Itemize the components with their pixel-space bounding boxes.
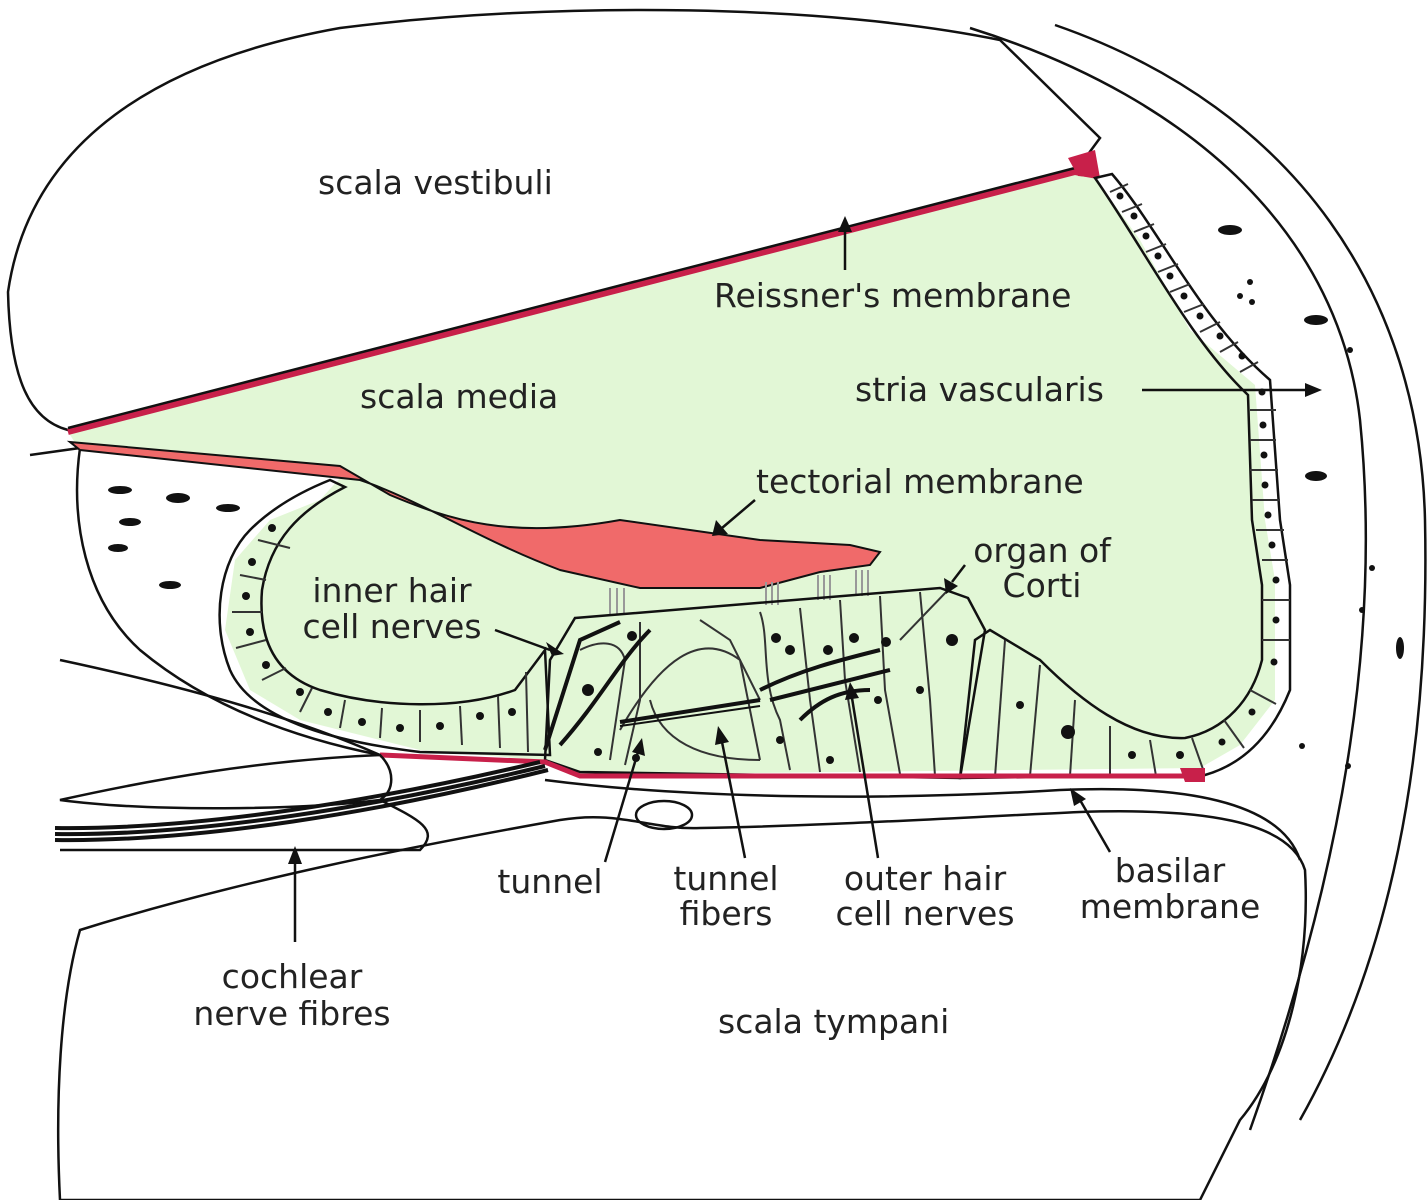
limbus-nucleus xyxy=(108,486,132,494)
scala-vestibuli-region xyxy=(6,8,1102,432)
basilar-membrane-attachment xyxy=(1180,768,1205,782)
stria-nuclei xyxy=(1016,192,1280,759)
stria-cell-walls xyxy=(994,183,1290,778)
label-scala-vestibuli: scala vestibuli xyxy=(318,163,553,202)
spiral-limbus-lower-outline xyxy=(59,658,381,757)
label-tectorial-membrane: tectorial membrane xyxy=(756,462,1084,501)
stria-vascularis-band xyxy=(958,172,1292,780)
label-inner-hair-cell-nerves-line2: cell nerves xyxy=(302,607,481,646)
label-tunnel-fibers-line2: fibers xyxy=(680,894,773,933)
label-basilar-membrane-line1: basilar xyxy=(1115,851,1226,890)
scala-tympani-region xyxy=(56,810,1307,1200)
limbus-nucleus xyxy=(159,581,181,589)
scala-media-region xyxy=(68,172,1275,775)
label-basilar-membrane-line2: membrane xyxy=(1080,887,1261,926)
organ-cell-walls xyxy=(579,589,949,777)
limbus-nucleus xyxy=(166,493,190,503)
limbus-nucleus xyxy=(119,518,141,526)
label-outer-hair-cell-nerves-line2: cell nerves xyxy=(835,894,1014,933)
label-cochlear-nerve-fibres-line1: cochlear xyxy=(222,957,363,996)
tectorial-membrane xyxy=(66,440,882,589)
lamina-lower-outline xyxy=(60,798,429,852)
inner-sulcus-nuclei xyxy=(242,524,516,732)
label-reissners-membrane: Reissner's membrane xyxy=(714,276,1071,315)
label-outer-hair-cell-nerves-line1: outer hair xyxy=(844,859,1007,898)
label-organ-of-corti-line1: organ of xyxy=(973,531,1112,570)
spiral-limbus-outline xyxy=(29,446,381,757)
inner-sulcus-cell-walls xyxy=(232,539,529,753)
label-inner-hair-cell-nerves-line1: inner hair xyxy=(312,571,472,610)
limbus-nucleus xyxy=(216,504,240,512)
label-tunnel-fibers-line1: tunnel xyxy=(673,859,778,898)
reissners-membrane-attachment xyxy=(1068,150,1100,178)
spiral-vessel xyxy=(634,799,694,831)
outer-wall-outer-curve xyxy=(1054,23,1427,1121)
label-stria-vascularis: stria vascularis xyxy=(855,370,1104,409)
basilar-membrane-line xyxy=(379,752,1200,779)
basilar-underside-outline xyxy=(544,778,1302,861)
label-tunnel: tunnel xyxy=(497,862,602,901)
outer-wall-dots xyxy=(1218,225,1404,769)
label-cochlear-nerve-fibres-line2: nerve fibres xyxy=(193,994,390,1033)
organ-nerve-fibres xyxy=(543,620,891,751)
outer-wall-inner-curve xyxy=(969,26,1368,1131)
arrows xyxy=(288,216,1322,942)
cochlear-nerve-fibre-bundle xyxy=(54,760,549,843)
label-scala-media: scala media xyxy=(360,377,558,416)
limbus-nucleus xyxy=(108,544,128,552)
organ-nuclei xyxy=(582,631,958,764)
reissners-membrane-outline xyxy=(67,166,1076,430)
spiral-lamina-outline xyxy=(59,753,393,810)
label-scala-tympani: scala tympani xyxy=(718,1002,949,1041)
inner-sulcus-cells xyxy=(218,478,552,757)
label-organ-of-corti-line2: Corti xyxy=(1003,566,1082,605)
